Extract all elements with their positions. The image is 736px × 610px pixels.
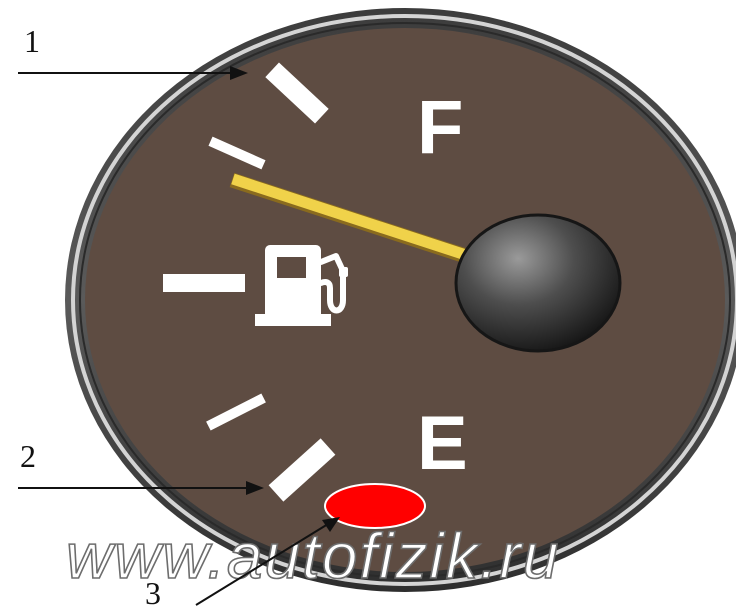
empty-label: E [417, 401, 468, 486]
callout-2-number: 2 [20, 438, 36, 474]
callout-3-number: 3 [145, 575, 161, 610]
callout-1-number: 1 [24, 23, 40, 59]
tick-half-mark [163, 274, 245, 292]
watermark-text: www.autofizik.ru [66, 520, 560, 592]
needle-hub-cap [456, 215, 620, 351]
full-label: F [417, 85, 463, 170]
